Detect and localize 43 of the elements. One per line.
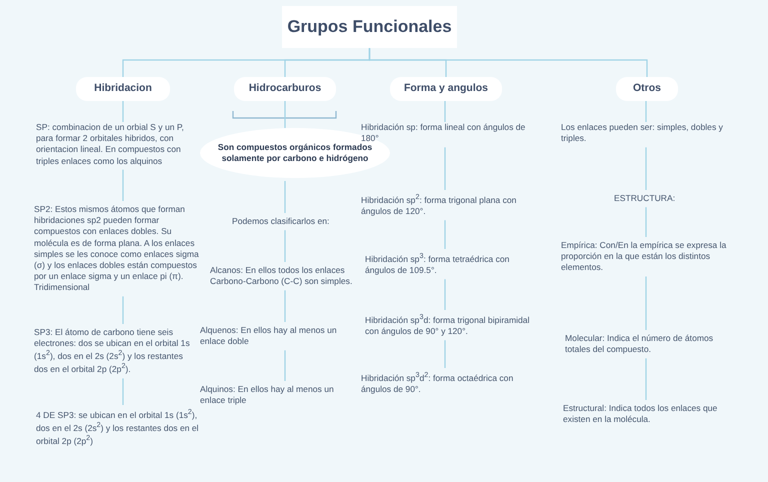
connector-line	[645, 358, 647, 400]
connector-line	[645, 147, 647, 190]
connector-line	[444, 100, 446, 122]
subtopic-text: Los enlaces pueden ser: simples, dobles y triples.	[561, 122, 741, 144]
connector-line	[122, 100, 124, 122]
subtopic-text: ESTRUCTURA:	[614, 193, 684, 204]
subtopic-text: Hibridación sp: forma lineal con ángulos de 180°	[361, 122, 541, 144]
subtopic-text: Alquenos: En ellos hay al menos un enlace doble	[200, 325, 360, 348]
topic-pill: Otros	[616, 77, 678, 101]
subtopic-text: SP2: Estos mismos átomos que forman hibridaciones sp2 pueden formar compuestos con enlaces dobles. Su molécula es de forma plana. A los enlaces simples se les conoce como enlaces sigma (σ) y los enlaces dobles están compuestos por un enlace sigma y un enlace pi (π). Tridimensional	[34, 204, 206, 294]
subtopic-text: Hibridación sp$^{3}$d$^{2}$: forma octaédrica con ángulos de 90°.	[361, 371, 541, 396]
subtopic-text: Hibridación sp$^{3}$d: forma trigonal bipiramidal con ángulos de 90° y 120°.	[365, 313, 537, 338]
connector-line	[444, 279, 446, 310]
connector-line	[284, 230, 286, 262]
connector-line	[284, 290, 286, 322]
connector-line	[444, 220, 446, 249]
subtopic-text: Hibridación sp$^{2}$: forma trigonal plana con ángulos de 120°.	[361, 193, 541, 218]
connector-line	[645, 276, 647, 330]
topic-pill: Forma y angulos	[390, 77, 502, 101]
connector-line	[444, 340, 446, 368]
subtopic-text: Podemos clasificarlos en:	[232, 216, 352, 228]
connector-line	[122, 170, 124, 201]
subtopic-text: Estructural: Indica todos los enlaces que existen en la molécula.	[563, 403, 733, 426]
connector-line	[284, 181, 286, 213]
subtopic-text: Molecular: Indica el número de átomos totales del compuesto.	[565, 333, 733, 356]
connector-line	[284, 350, 286, 381]
topic-pill: Hidrocarburos	[234, 77, 336, 101]
connector-line	[645, 207, 647, 237]
subtopic-text: SP: combinacion de un orbial S y un P, para formar 2 orbitales hibridos, con orientacion lineal. En compuestos con triples enlaces como los alquinos	[36, 122, 198, 167]
subtopic-text: Alquinos: En ellos hay al menos un enlace triple	[200, 384, 360, 406]
title-box: Grupos Funcionales	[282, 6, 457, 48]
connector-line	[368, 48, 648, 77]
topic-pill: Hibridacion	[76, 77, 170, 101]
subtopic-text: Hibridación sp$^{3}$: forma tetraédrica con ángulos de 109.5°.	[365, 252, 537, 276]
connector-line	[122, 296, 124, 324]
connector-line	[444, 147, 446, 190]
subtopic-text: SP3: El átomo de carbono tiene seis electrones: dos se ubican en el orbital 1s (1s$^{2}$), dos en el 2s (2s$^{2}$) y los restantes dos en el orbital 2p (2p$^{2}$).	[34, 327, 194, 376]
connector-line	[284, 100, 286, 128]
subtopic-text: Alcanos: En ellos todos los enlaces Carbono-Carbono (C-C) son simples.	[210, 265, 366, 288]
connector-line	[645, 100, 647, 122]
connector-line	[122, 378, 124, 405]
subtopic-text: 4 DE SP3: se ubican en el orbital 1s (1s$^{2}$), dos en el 2s (2s$^{2}$) y los restantes dos en el orbital 2p (2p$^{2}$)	[36, 408, 204, 448]
subtopic-text: Empírica: Con/En la empírica se expresa la proporción en la que están los distintos elementos.	[561, 240, 741, 274]
